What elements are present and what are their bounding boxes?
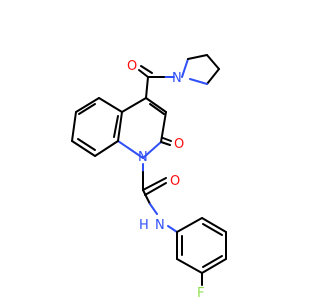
fluorophenyl-ring [176,217,227,286]
pyridinone-ring [117,97,172,159]
quinolinone-nitrogen-label: N [138,150,148,165]
carbonyl-linker [138,65,175,99]
amide-hydrogen-label: H [139,218,149,233]
fluorine-label: F [197,286,204,300]
lactam-oxygen-label: O [174,137,184,152]
pyrrolidine-ring [181,54,220,85]
molecule-diagram: O N O N O H N F [71,54,227,300]
ketone-oxygen-label: O [127,59,137,74]
amide-oxygen-label: O [170,174,180,189]
acetamide-linker [142,163,178,233]
amide-nitrogen-label: N [155,218,165,233]
pyrrolidine-nitrogen-label: N [172,71,182,86]
benzo-ring [71,97,123,157]
